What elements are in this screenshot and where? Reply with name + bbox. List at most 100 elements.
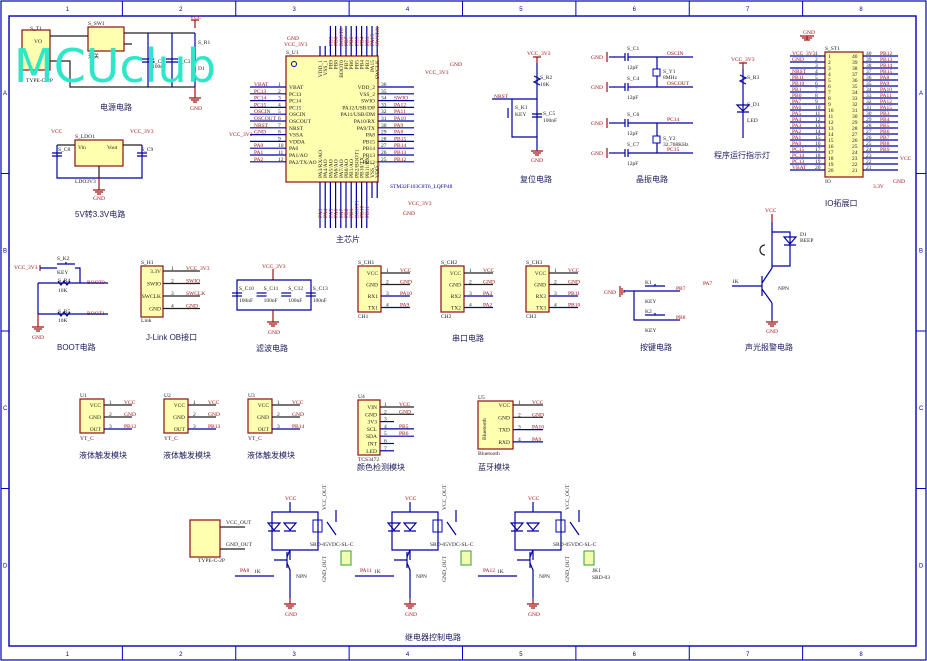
uart-pin: GND xyxy=(366,283,378,289)
mcu-pin-num: 8 xyxy=(278,130,281,136)
io-left-net: PA1 xyxy=(792,135,802,141)
mcu-pin-num: 27 xyxy=(381,143,387,149)
mcu-pin-name: PA2/TX/AO xyxy=(289,160,317,166)
color-pin-num: 3 xyxy=(384,417,387,423)
filter-vcc: VCC_3V3 xyxy=(262,264,286,270)
bt-net: PA9 xyxy=(532,437,542,443)
relay-q: NPN xyxy=(296,574,307,580)
io-pin-num: 26 xyxy=(866,135,872,141)
filter-cap-ref: S_C11 xyxy=(264,286,279,292)
io-pin-num: 4 xyxy=(815,69,818,75)
io-pin-num: 39 xyxy=(866,57,872,63)
liquid-pin-num: 3 xyxy=(193,424,196,430)
io-pin-inner: 20 xyxy=(828,168,834,174)
relay-gnd-out-label: GND_OUT xyxy=(322,555,328,582)
alarm-q: NPN xyxy=(778,286,789,292)
grid-col-bottom: 8 xyxy=(859,652,863,658)
uart-pin: VCC xyxy=(535,271,547,277)
mcu-pin-net: NRST xyxy=(254,123,269,129)
mcu-pin-name: PB8 xyxy=(334,60,340,70)
io-right-net: PB3 xyxy=(880,111,890,117)
power-circuit: S_T1 VO TYPE-C-2P S_SW1 开关 S_C2 100nF S_… xyxy=(21,15,210,112)
liquid-net: VCC xyxy=(208,400,220,406)
liquid-module xyxy=(79,398,105,434)
mcu-top-net: PB8 xyxy=(334,36,340,46)
mcu-pin-net: PA2 xyxy=(254,157,264,163)
c3-ref: S_C3 xyxy=(178,59,190,65)
io-pin-num: 35 xyxy=(866,81,872,87)
io-right-net: PB8 xyxy=(880,141,890,147)
io-3v3: 3.3V xyxy=(873,184,884,190)
key1-val: KEY xyxy=(645,299,656,305)
r5-val: 10K xyxy=(58,318,68,324)
mcu-vcc3v3: VCC_3V3 xyxy=(284,42,308,48)
keys-caption: 按键电路 xyxy=(640,342,672,352)
mcu-pin-name: PA7/AO xyxy=(339,159,345,178)
uart-pin: RX3 xyxy=(536,294,547,300)
mcu-pin-name: VDDA xyxy=(289,139,305,145)
y2-val: 32.768KHz xyxy=(663,142,689,148)
power-switch xyxy=(87,26,125,52)
grid-col-bottom: 5 xyxy=(519,652,523,658)
io-pin-inner: 21 xyxy=(852,168,858,174)
runled-caption: 程序运行指示灯 xyxy=(714,150,770,160)
uart-ref: S_CH3 xyxy=(526,260,542,266)
mcu-pin-name: VDD_1 xyxy=(375,160,381,178)
mcu-pin-name: PA6/AO xyxy=(334,159,340,178)
reset-gnd: GND xyxy=(531,158,543,164)
grid-col-top: 1 xyxy=(66,7,70,13)
relay-typec-model: TYPE-C-2P xyxy=(198,558,225,564)
io-gnd-top: GND xyxy=(803,30,815,36)
relay-vcc: VCC xyxy=(528,496,540,502)
io-pin-inner: 36 xyxy=(852,78,858,84)
jlink-net: VCC_3V3 xyxy=(186,266,210,272)
liquid-net: GND xyxy=(292,412,304,418)
mcu-pin-name: PA12/USB/DP xyxy=(342,105,375,111)
io-pin-num: 23 xyxy=(866,153,872,159)
grid-row-left: D xyxy=(3,563,8,569)
mcu-pin-name: VSS_2 xyxy=(359,92,375,98)
uart-pin-num: 1 xyxy=(386,268,389,274)
mcu-pin-net: PB12 xyxy=(394,157,406,163)
io-pin-num: 9 xyxy=(815,99,818,105)
io-pin-num: 27 xyxy=(866,129,872,135)
relay-driver-wires xyxy=(514,502,562,598)
jlink-pin-name: GND xyxy=(149,307,161,313)
filter-cap-val: 100nF xyxy=(264,298,278,304)
mcu-pin-name: BOOT0 xyxy=(339,60,345,78)
uart-net: PB10 xyxy=(568,303,580,309)
liquid-module xyxy=(163,398,189,434)
boot1-net: BOOT1 xyxy=(87,311,105,317)
boot-vcc: VCC_3V3 xyxy=(14,265,38,271)
mcu-pin-num: 9 xyxy=(278,136,281,142)
io-left-net: PA7 xyxy=(792,99,802,105)
color-pin: SCL xyxy=(367,427,378,433)
mcu-bottom-net: PA5 xyxy=(328,208,334,218)
mcu-pin-num: 3 xyxy=(278,96,281,102)
color-caption: 颜色检测模块 xyxy=(357,462,405,472)
filter-cap-val: 100nF xyxy=(239,298,253,304)
uart-pin-num: 4 xyxy=(469,303,472,309)
mcu-pin-net: PC13 xyxy=(254,89,266,95)
uart-pin: VCC xyxy=(450,271,462,277)
mcu-pin-num: 4 xyxy=(278,102,281,108)
crystal-caption: 晶振电路 xyxy=(636,174,668,184)
io-pin-inner: 26 xyxy=(852,138,858,144)
relay-diodes xyxy=(509,522,541,532)
mcu-pin-name: VBAT xyxy=(289,85,304,91)
io-right-net: PA11 xyxy=(880,93,892,99)
mcu-bottom-net: PB1 xyxy=(349,208,355,218)
mcu-pin-name: VSS_1 xyxy=(370,162,376,178)
io-pin-num: 22 xyxy=(866,159,872,165)
io-pin-inner: 39 xyxy=(852,60,858,66)
relay-gnd-out-label: GND_OUT xyxy=(565,555,571,582)
io-pin-num: 7 xyxy=(815,87,818,93)
io-pin-inner: 32 xyxy=(852,102,858,108)
ldo-chip xyxy=(74,139,124,167)
io-pin-inner: 12 xyxy=(828,120,834,126)
crystal-y1 xyxy=(652,68,661,77)
mcu-pin-num: 28 xyxy=(381,136,387,142)
